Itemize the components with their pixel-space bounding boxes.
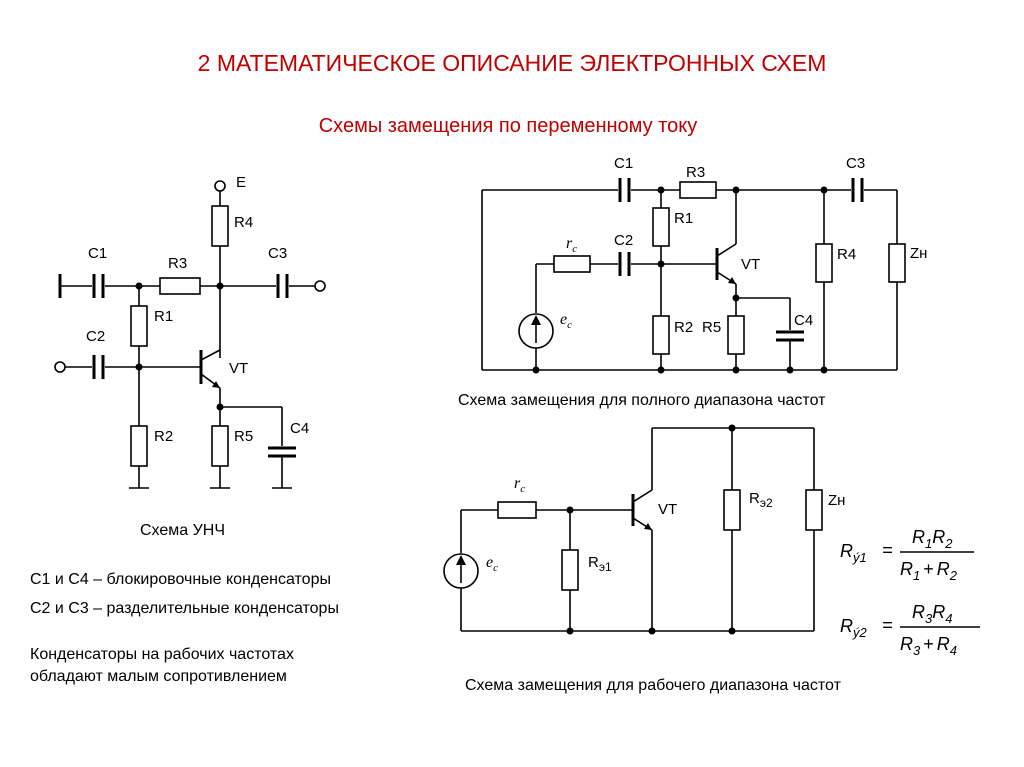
resistor-re2-work (723, 489, 741, 531)
label-r4: R4 (234, 214, 253, 231)
label-c3-eq: C3 (846, 155, 865, 172)
resistor-r2-eq (652, 315, 670, 355)
resistor-r5 (211, 425, 229, 467)
label-r5-eq: R5 (702, 319, 721, 336)
label-c4: C4 (290, 420, 309, 437)
label-ec-eq: ec (560, 311, 572, 331)
label-c3: C3 (268, 245, 287, 262)
svg-text:=: = (882, 540, 893, 560)
resistor-re1-work (561, 549, 579, 591)
svg-text:Rý2: Rý2 (840, 616, 868, 640)
label-c1-eq: C1 (614, 155, 633, 172)
resistor-r2 (130, 425, 148, 467)
caption-full-range: Схема замещения для полного диапазона ча… (458, 392, 826, 409)
note-low-impedance-line2: обладают малым сопротивлением (30, 668, 287, 685)
label-r3-eq: R3 (686, 164, 705, 181)
full-range-schematic: C1 R3 C3 R1 rc C2 VT R4 Zн ec R2 R5 C4 (481, 155, 927, 374)
resistor-r4-eq (815, 243, 833, 283)
working-range-schematic: rc VT Rэ2 Zн ec Rэ1 (443, 424, 845, 635)
label-ec-work: ec (486, 554, 498, 574)
label-zn-work: Zн (828, 492, 845, 509)
label-vt-work: VT (658, 501, 677, 518)
svg-text:Rý1: Rý1 (840, 541, 867, 565)
label-r4-eq: R4 (837, 246, 856, 263)
supply-terminal (214, 180, 226, 192)
label-r1: R1 (154, 308, 173, 325)
load-zn-eq (888, 243, 906, 283)
svg-text:=: = (882, 615, 893, 635)
formula-2: Rý2 = R3R4 R3+R4 (840, 602, 980, 658)
label-e: E (236, 174, 246, 191)
label-r2-eq: R2 (674, 319, 693, 336)
resistor-rc-work (497, 501, 537, 519)
input-terminal (54, 361, 66, 373)
label-r1-eq: R1 (674, 210, 693, 227)
label-c1: C1 (88, 245, 107, 262)
resistor-r4 (211, 205, 229, 247)
note-low-impedance-line1: Конденсаторы на рабочих частотах (30, 646, 294, 663)
note-blocking-capacitors: С1 и С4 – блокировочные конденсаторы (30, 571, 331, 588)
resistor-r3-eq (679, 181, 717, 199)
label-zn-eq: Zн (910, 245, 927, 262)
svg-text:R3+R4: R3+R4 (900, 634, 957, 658)
load-zn-work (805, 489, 823, 531)
svg-text:R1+R2: R1+R2 (900, 559, 958, 583)
amplifier-schematic: E R4 C1 R3 C3 R1 C2 VT R2 R5 C4 (54, 174, 326, 489)
resistor-r1-eq (652, 207, 670, 247)
label-r2: R2 (154, 428, 173, 445)
svg-text:R1R2: R1R2 (912, 527, 953, 551)
label-vt-eq: VT (741, 256, 760, 273)
label-c4-eq: C4 (794, 312, 813, 329)
resistor-r5-eq (727, 315, 745, 355)
page-title: 2 МАТЕМАТИЧЕСКОЕ ОПИСАНИЕ ЭЛЕКТРОННЫХ СХ… (197, 50, 827, 76)
resistor-rc-eq (553, 255, 591, 273)
label-vt: VT (229, 360, 248, 377)
page-subtitle: Схемы замещения по переменному току (318, 115, 698, 137)
caption-amplifier: Схема УНЧ (140, 522, 225, 539)
label-re1-work: Rэ1 (588, 554, 612, 574)
label-r5: R5 (234, 428, 253, 445)
label-c2: C2 (86, 328, 105, 345)
note-coupling-capacitors: С2 и С3 – разделительные конденсаторы (30, 600, 339, 617)
label-r3: R3 (168, 255, 187, 272)
resistor-r1 (130, 305, 148, 347)
output-terminal (314, 280, 326, 292)
svg-text:R3R4: R3R4 (912, 602, 952, 626)
formula-1: Rý1 = R1R2 R1+R2 (840, 527, 974, 583)
resistor-r3 (159, 277, 201, 295)
label-re2-work: Rэ2 (749, 490, 773, 510)
label-rc-work: rc (514, 475, 525, 495)
label-rc-eq: rc (566, 235, 577, 255)
caption-working-range: Схема замещения для рабочего диапазона ч… (465, 677, 841, 694)
label-c2-eq: C2 (614, 232, 633, 249)
